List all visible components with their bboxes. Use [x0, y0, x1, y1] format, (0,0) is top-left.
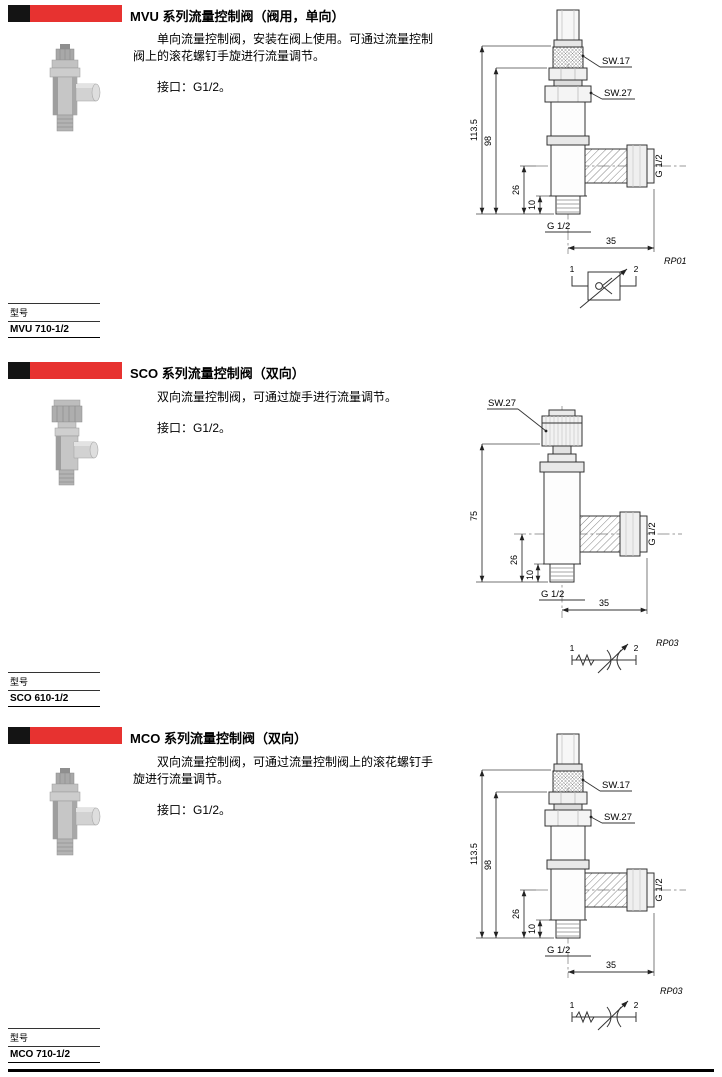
dim-total-label: 113.5: [469, 119, 479, 141]
drawing-ref-label: RP03: [660, 986, 683, 996]
valve-photo-illustration: [51, 399, 99, 486]
section-header-bar-mvu: [8, 5, 122, 22]
technical-drawing-sco: SW.27 75 26 10 G 1/2 G 1/2 35 RP03 1 2: [452, 392, 712, 682]
mco-drawing-svg: SW.17 SW.27 113.5 98 26 10 G 1/2 G 1/2 3…: [469, 733, 686, 1031]
symbol-port1-label: 1: [570, 264, 575, 274]
symbol-port2-label: 2: [634, 264, 639, 274]
valve-photo-illustration: [49, 44, 101, 132]
model-table-header: 型号: [8, 1028, 100, 1047]
model-number: MCO 710-1/2: [8, 1046, 100, 1063]
section-text-mvu: 单向流量控制阀，安装在阀上使用。可通过流量控制阀上的滚花螺钉手旋进行流量调节。 …: [133, 31, 435, 96]
product-photo-mco: [24, 768, 109, 871]
product-description: 双向流量控制阀，可通过流量控制阀上的滚花螺钉手旋进行流量调节。: [133, 755, 434, 786]
bottom-port-label: G 1/2: [547, 945, 570, 956]
dim-thread-label: 10: [527, 924, 537, 934]
model-table-mco: 型号 MCO 710-1/2: [8, 1028, 100, 1063]
product-description: 双向流量控制阀，可通过旋手进行流量调节。: [157, 390, 398, 404]
port-spec: 接口：G1/2。: [157, 421, 232, 435]
model-number: MVU 710-1/2: [8, 321, 100, 338]
section-title-sco: SCO 系列流量控制阀（双向）: [130, 366, 305, 381]
dim-width-label: 35: [606, 960, 616, 970]
model-table-mvu: 型号 MVU 710-1/2: [8, 303, 100, 338]
section-header-bar-sco: [8, 362, 122, 379]
symbol-port1-label: 1: [570, 1000, 575, 1010]
dim-thread-label: 10: [525, 570, 535, 580]
sw17-label: SW.17: [602, 56, 630, 67]
bottom-port-label: G 1/2: [541, 589, 564, 600]
side-port-label: G 1/2: [647, 522, 658, 545]
port-spec: 接口：G1/2。: [157, 80, 232, 94]
section-text-sco: 双向流量控制阀，可通过旋手进行流量调节。 接口：G1/2。: [133, 389, 435, 437]
technical-drawing-mco: SW.17 SW.27 113.5 98 26 10 G 1/2 G 1/2 3…: [450, 732, 715, 1047]
sw27-label: SW.27: [604, 88, 632, 99]
model-table-header: 型号: [8, 672, 100, 691]
sco-drawing-svg: SW.27 75 26 10 G 1/2 G 1/2 35 RP03 1 2: [469, 398, 682, 674]
header-red-bar: [30, 362, 122, 379]
valve-photo-illustration: [49, 768, 101, 856]
drawing-ref-label: RP01: [664, 256, 687, 266]
dim-port-height-label: 26: [511, 909, 521, 919]
mvu-drawing-svg: SW.17 SW.27 113.5 98 26 10 G 1/2 G 1/2 3…: [469, 9, 687, 309]
dim-upper-label: 98: [483, 860, 493, 870]
sw27-label: SW.27: [604, 812, 632, 823]
header-black-block: [8, 727, 30, 744]
header-red-bar: [30, 5, 122, 22]
model-table-header: 型号: [8, 303, 100, 322]
section-title-mvu: MVU 系列流量控制阀（阀用，单向）: [130, 9, 345, 24]
section-text-mco: 双向流量控制阀，可通过流量控制阀上的滚花螺钉手旋进行流量调节。 接口：G1/2。: [133, 754, 435, 819]
product-photo-mvu: [24, 44, 109, 147]
header-red-bar: [30, 727, 122, 744]
side-port-label: G 1/2: [654, 154, 665, 177]
dim-upper-label: 98: [483, 136, 493, 146]
section-title-mco: MCO 系列流量控制阀（双向）: [130, 731, 307, 746]
bottom-port-label: G 1/2: [547, 221, 570, 232]
product-photo-sco: [24, 398, 109, 501]
model-number: SCO 610-1/2: [8, 690, 100, 707]
dim-width-label: 35: [606, 236, 616, 246]
header-black-block: [8, 5, 30, 22]
symbol-port1-label: 1: [570, 643, 575, 653]
symbol-port2-label: 2: [634, 1000, 639, 1010]
port-spec: 接口：G1/2。: [157, 803, 232, 817]
section-header-bar-mco: [8, 727, 122, 744]
side-port-label: G 1/2: [654, 878, 665, 901]
drawing-ref-label: RP03: [656, 638, 679, 648]
dim-port-height-label: 26: [511, 185, 521, 195]
sw27-label: SW.27: [488, 398, 516, 409]
dim-total-label: 113.5: [469, 843, 479, 865]
page-footer-rule: [8, 1069, 714, 1072]
dim-thread-label: 10: [527, 200, 537, 210]
product-description: 单向流量控制阀，安装在阀上使用。可通过流量控制阀上的滚花螺钉手旋进行流量调节。: [133, 32, 434, 63]
model-table-sco: 型号 SCO 610-1/2: [8, 672, 100, 707]
dim-width-label: 35: [599, 598, 609, 608]
dim-port-height-label: 26: [509, 555, 519, 565]
sw17-label: SW.17: [602, 780, 630, 791]
technical-drawing-mvu: SW.17 SW.27 113.5 98 26 10 G 1/2 G 1/2 3…: [450, 8, 715, 323]
dim-total-label: 75: [469, 511, 479, 521]
header-black-block: [8, 362, 30, 379]
symbol-port2-label: 2: [634, 643, 639, 653]
